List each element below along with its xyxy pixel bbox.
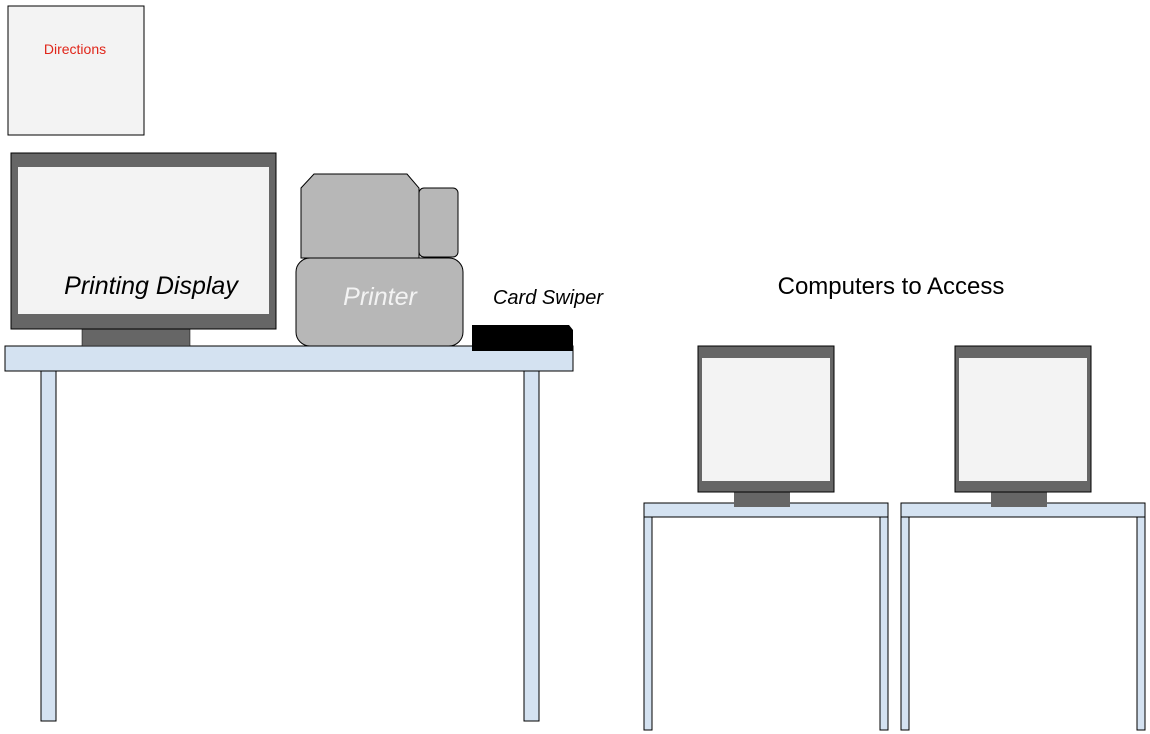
printing-display-stand xyxy=(81,328,191,347)
printer-base xyxy=(295,257,464,347)
access-computer-2-stand xyxy=(991,492,1047,507)
access-computer-1-stand xyxy=(734,492,790,507)
printing-display-screen xyxy=(18,167,269,314)
printing-display-monitor: Printing Display xyxy=(10,152,277,347)
printer: Printer xyxy=(295,173,464,347)
printing-display-label: Printing Display xyxy=(64,272,239,300)
directions-sign: Directions xyxy=(7,5,145,136)
printer-label: Printer xyxy=(343,283,418,311)
access-table-1 xyxy=(643,502,889,731)
card-swiper: Card Swiper xyxy=(472,287,604,351)
access-table-2-leg-right xyxy=(1136,516,1146,731)
access-computer-2-screen xyxy=(959,358,1087,481)
access-table-1-leg-right xyxy=(879,516,889,731)
printing-table-leg-left xyxy=(40,370,57,722)
directions-sign-panel xyxy=(7,5,145,136)
printing-table-leg-right xyxy=(523,370,540,722)
printer-top-unit xyxy=(300,173,420,259)
access-table-2 xyxy=(900,502,1146,731)
access-computer-1-screen xyxy=(702,358,830,481)
access-table-2-leg-left xyxy=(900,516,910,731)
directions-label: Directions xyxy=(44,41,106,57)
access-table-1-leg-left xyxy=(643,516,653,731)
access-computer-1 xyxy=(697,345,835,507)
printer-side-unit xyxy=(418,187,459,258)
card-swiper-label: Card Swiper xyxy=(493,287,604,309)
computers-to-access-label: Computers to Access xyxy=(778,273,1005,300)
printing-table xyxy=(4,345,574,722)
card-swiper-device xyxy=(472,325,573,351)
access-computer-2 xyxy=(954,345,1092,507)
